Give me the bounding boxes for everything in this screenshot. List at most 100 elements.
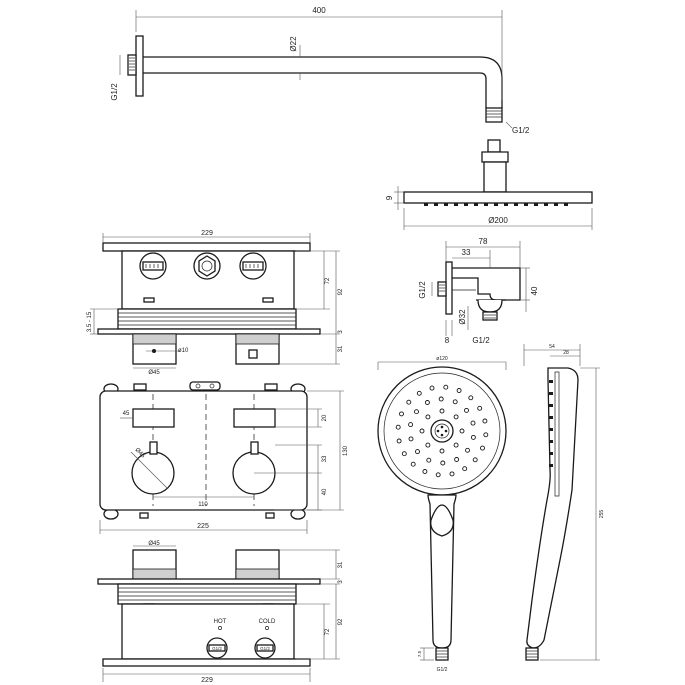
outlet-inner-width-label: 33 [462, 248, 471, 257]
bottom-plaster-guard [117, 583, 297, 605]
nozzle [454, 457, 460, 462]
hand-side-nozzles [549, 380, 553, 467]
nozzle [482, 418, 488, 424]
nozzle [483, 432, 489, 438]
nozzle [396, 438, 402, 444]
nozzle [395, 424, 401, 430]
nozzle [464, 407, 469, 413]
hand-shower-side-view: 54 28 255 [523, 344, 605, 661]
valve-front-view: 45 20 33 40 130 Ø45 110 225 [99, 381, 349, 534]
hot-label: HOT [214, 619, 227, 625]
front-knob-left [131, 451, 175, 495]
hot-thread-label: G1/2 [212, 646, 222, 651]
nozzle [425, 414, 431, 420]
nozzle [419, 428, 425, 434]
outlet-depth-label: 8 [445, 336, 450, 345]
top-body-height-label: 72 [325, 277, 331, 284]
nozzle [435, 472, 441, 478]
nozzle [453, 442, 459, 448]
nozzle [438, 396, 444, 402]
nozzle [459, 428, 465, 434]
outlet-diameter-label: Ø32 [458, 309, 467, 325]
top-width-label: 229 [201, 230, 213, 237]
front-button-right [233, 408, 276, 428]
nozzle [439, 448, 445, 454]
nozzle [410, 461, 416, 467]
hand-thread-length-label: 7.5 [417, 650, 422, 657]
front-dim-33-label: 33 [322, 455, 328, 462]
front-button-left [132, 408, 175, 428]
bottom-width-label: 229 [201, 677, 213, 684]
outlet-wall-plate [445, 261, 453, 315]
nozzle [426, 457, 432, 463]
nozzle [401, 451, 407, 457]
hand-length-label: 255 [599, 510, 605, 519]
nozzle [422, 469, 428, 474]
nozzle [470, 420, 476, 426]
valve-top-view: ø10 Ø45 229 72 92 3 31 3.5 - 15 [87, 230, 344, 376]
bottom-plate-thickness-label: 3 [338, 580, 344, 584]
front-width-label: 225 [197, 523, 209, 530]
front-knob-spacing-label: 110 [198, 502, 208, 508]
arm-length-label: 400 [312, 6, 326, 15]
nozzle [414, 409, 419, 415]
top-knob-diameter-label: Ø45 [148, 370, 160, 376]
bottom-wall-plate [97, 578, 321, 585]
arm-thread-label: G1/2 [512, 126, 530, 135]
rain-shower-head-view: 9 Ø200 [385, 186, 593, 230]
front-dim-40-label: 40 [322, 488, 328, 495]
bottom-knob-diameter-label: Ø45 [148, 541, 160, 547]
bottom-total-height-label: 92 [338, 618, 344, 625]
nozzle [425, 442, 431, 448]
shower-arm-view: 400 Ø22 G1/2 G1/2 [110, 6, 530, 193]
arm-pipe-outer [143, 56, 503, 108]
head-neck [483, 161, 507, 193]
bottom-knob-depth-label: 31 [338, 561, 344, 568]
nozzle [399, 411, 404, 417]
cold-thread-label: G1/2 [260, 646, 270, 651]
nozzle [480, 445, 485, 451]
outlet-width-label: 78 [479, 237, 488, 246]
hand-depth-head-label: 28 [563, 350, 569, 356]
ball-joint-nut [487, 139, 501, 153]
wall-flange [135, 35, 144, 97]
valve-bottom-view: Ø45 HOT COLD G1/2 G1/2 31 3 72 [97, 541, 344, 684]
nozzle [449, 471, 455, 477]
nozzle [440, 460, 446, 466]
hand-shower-front-view: ø120 7.5 G1/2 [377, 356, 507, 673]
hand-shower-nozzles [395, 384, 489, 478]
outlet-body [452, 267, 521, 301]
arm-pipe-inner [143, 72, 487, 108]
nozzle [416, 390, 422, 396]
hand-shower-button [430, 504, 454, 537]
outlet-thread [482, 311, 498, 321]
nozzle [452, 399, 458, 405]
wall-thread [127, 54, 137, 76]
head-plate [403, 191, 593, 204]
nozzle [406, 399, 412, 405]
nozzle [465, 447, 470, 453]
front-button-height-label: 20 [322, 414, 328, 421]
top-knob-depth-label: 31 [338, 345, 344, 352]
nozzle [462, 466, 468, 472]
hand-head-diameter-label: ø120 [436, 356, 448, 362]
outlet-height-label: 40 [530, 286, 539, 295]
wall-outlet-view: 78 33 40 G1/2 8 Ø32 G1/2 [418, 237, 539, 345]
nozzle [429, 385, 435, 391]
arm-diameter-label: Ø22 [289, 36, 298, 52]
hand-side-body [526, 367, 579, 649]
wall-thread-label: G1/2 [110, 83, 119, 101]
cold-label: COLD [259, 619, 276, 625]
hand-thread-label: G1/2 [437, 667, 448, 673]
nozzle [477, 405, 483, 411]
nozzle [472, 457, 478, 463]
nozzle [443, 384, 449, 390]
plaster-guard [117, 308, 297, 330]
hand-shower-centre [430, 419, 454, 443]
nozzle [453, 414, 459, 420]
top-wall-plate [97, 328, 321, 335]
head-diameter-label: Ø200 [488, 216, 508, 225]
nozzle [456, 388, 462, 393]
